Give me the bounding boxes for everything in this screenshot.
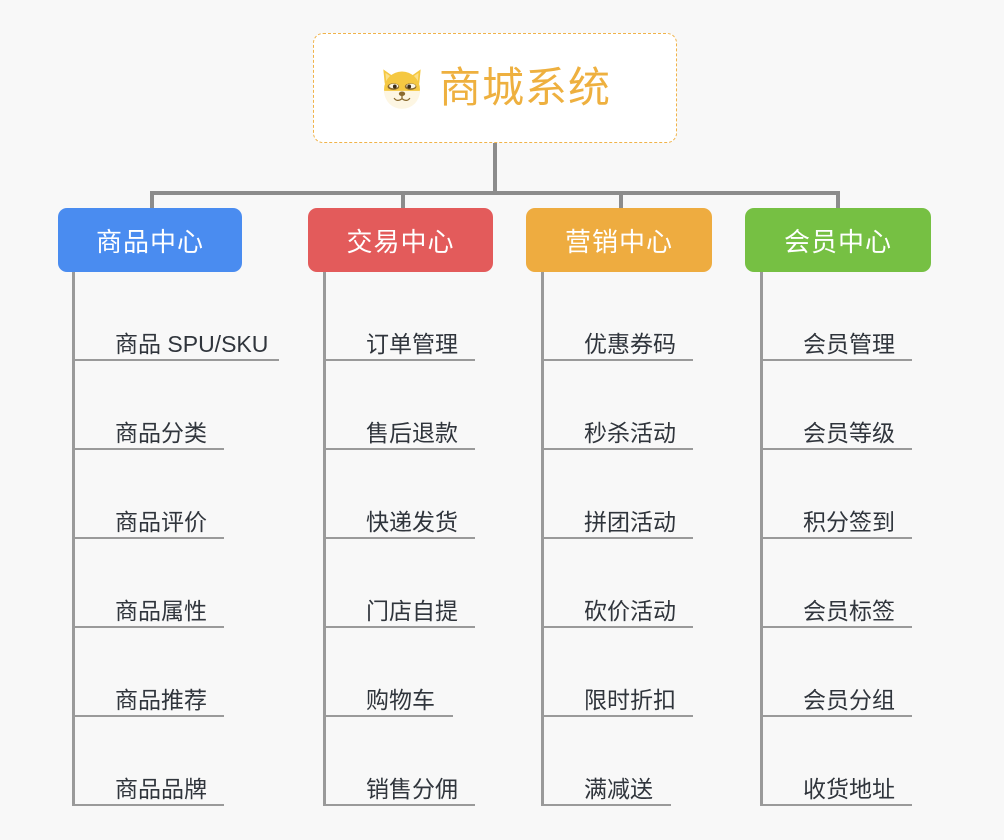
leaf-item[interactable]: 商品属性 bbox=[72, 539, 268, 628]
leaf-item[interactable]: 拼团活动 bbox=[541, 450, 693, 539]
leaf-underline bbox=[541, 626, 693, 628]
leaf-item[interactable]: 门店自提 bbox=[323, 539, 475, 628]
leaf-trunk-3 bbox=[541, 272, 544, 806]
leaf-trunk-1 bbox=[72, 272, 75, 806]
root-label: 商城系统 bbox=[438, 64, 611, 111]
leaf-underline bbox=[541, 715, 693, 717]
leaf-column-3: 优惠券码 秒杀活动 拼团活动 砍价活动 限时折扣 满减送 bbox=[541, 272, 693, 806]
leaf-item[interactable]: 快递发货 bbox=[323, 450, 475, 539]
leaf-trunk-4 bbox=[760, 272, 763, 806]
leaf-label: 商品分类 bbox=[115, 419, 207, 446]
branch-box-会员中心[interactable]: 会员中心 bbox=[745, 208, 931, 272]
leaf-label: 快递发货 bbox=[366, 508, 458, 535]
leaf-label: 会员标签 bbox=[803, 597, 895, 624]
leaf-item[interactable]: 会员标签 bbox=[760, 539, 912, 628]
leaf-item[interactable]: 会员分组 bbox=[760, 628, 912, 717]
leaf-label: 砍价活动 bbox=[584, 597, 676, 624]
leaf-label: 拼团活动 bbox=[584, 508, 676, 535]
leaf-label: 满减送 bbox=[584, 775, 653, 802]
leaf-underline bbox=[72, 715, 224, 717]
leaf-item[interactable]: 收货地址 bbox=[760, 717, 912, 806]
connector-drop-branch-3 bbox=[619, 191, 623, 210]
leaf-underline bbox=[541, 359, 693, 361]
leaf-label: 商品属性 bbox=[115, 597, 207, 624]
connector-drop-branch-1 bbox=[150, 191, 154, 210]
connector-root-stem bbox=[493, 143, 497, 193]
leaf-underline bbox=[72, 359, 279, 361]
leaf-underline bbox=[323, 359, 475, 361]
shiba-dog-face-icon bbox=[383, 69, 421, 109]
leaf-underline bbox=[323, 626, 475, 628]
branch-box-商品中心[interactable]: 商品中心 bbox=[58, 208, 242, 272]
leaf-underline bbox=[541, 537, 693, 539]
leaf-underline bbox=[760, 359, 912, 361]
leaf-underline bbox=[72, 537, 224, 539]
leaf-label: 门店自提 bbox=[366, 597, 458, 624]
leaf-underline bbox=[541, 448, 693, 450]
leaf-item[interactable]: 商品分类 bbox=[72, 361, 268, 450]
branch-box-交易中心[interactable]: 交易中心 bbox=[308, 208, 493, 272]
leaf-item[interactable]: 会员等级 bbox=[760, 361, 912, 450]
leaf-label: 商品推荐 bbox=[115, 686, 207, 713]
leaf-underline bbox=[72, 626, 224, 628]
leaf-underline bbox=[760, 537, 912, 539]
leaf-underline bbox=[323, 804, 475, 806]
leaf-label: 优惠券码 bbox=[584, 330, 676, 357]
leaf-item[interactable]: 限时折扣 bbox=[541, 628, 693, 717]
leaf-underline bbox=[760, 626, 912, 628]
branch-box-营销中心[interactable]: 营销中心 bbox=[526, 208, 712, 272]
leaf-item[interactable]: 订单管理 bbox=[323, 272, 475, 361]
leaf-label: 销售分佣 bbox=[366, 775, 458, 802]
leaf-underline bbox=[323, 448, 475, 450]
leaf-column-4: 会员管理 会员等级 积分签到 会员标签 会员分组 收货地址 bbox=[760, 272, 912, 806]
leaf-item[interactable]: 售后退款 bbox=[323, 361, 475, 450]
root-node[interactable]: 商城系统 bbox=[313, 33, 677, 143]
connector-drop-branch-2 bbox=[401, 191, 405, 210]
leaf-label: 收货地址 bbox=[803, 775, 895, 802]
leaf-label: 商品品牌 bbox=[115, 775, 207, 802]
leaf-label: 购物车 bbox=[366, 686, 435, 713]
leaf-item[interactable]: 秒杀活动 bbox=[541, 361, 693, 450]
leaf-label: 限时折扣 bbox=[584, 686, 676, 713]
leaf-item[interactable]: 商品 SPU/SKU bbox=[72, 272, 279, 361]
branch-label: 交易中心 bbox=[346, 226, 455, 257]
leaf-underline bbox=[323, 715, 453, 717]
leaf-underline bbox=[760, 804, 912, 806]
leaf-item[interactable]: 商品评价 bbox=[72, 450, 268, 539]
leaf-label: 秒杀活动 bbox=[584, 419, 676, 446]
leaf-underline bbox=[760, 448, 912, 450]
leaf-label: 会员分组 bbox=[803, 686, 895, 713]
leaf-item[interactable]: 商品品牌 bbox=[72, 717, 268, 806]
leaf-label: 积分签到 bbox=[803, 508, 895, 535]
leaf-underline bbox=[72, 448, 224, 450]
leaf-item[interactable]: 优惠券码 bbox=[541, 272, 693, 361]
leaf-label: 商品 SPU/SKU bbox=[115, 330, 269, 357]
leaf-item[interactable]: 销售分佣 bbox=[323, 717, 475, 806]
leaf-label: 会员管理 bbox=[803, 330, 895, 357]
leaf-item[interactable]: 商品推荐 bbox=[72, 628, 268, 717]
leaf-label: 商品评价 bbox=[115, 508, 207, 535]
connector-horizontal-bus bbox=[150, 191, 836, 195]
leaf-underline bbox=[72, 804, 224, 806]
leaf-label: 会员等级 bbox=[803, 419, 895, 446]
leaf-underline bbox=[541, 804, 671, 806]
leaf-item[interactable]: 满减送 bbox=[541, 717, 676, 806]
leaf-item[interactable]: 积分签到 bbox=[760, 450, 912, 539]
leaf-column-1: 商品 SPU/SKU 商品分类 商品评价 商品属性 商品推荐 商品品牌 bbox=[72, 272, 279, 806]
leaf-item[interactable]: 砍价活动 bbox=[541, 539, 693, 628]
leaf-column-2: 订单管理 售后退款 快递发货 门店自提 购物车 销售分佣 bbox=[323, 272, 475, 806]
leaf-trunk-2 bbox=[323, 272, 326, 806]
leaf-label: 订单管理 bbox=[366, 330, 458, 357]
leaf-underline bbox=[323, 537, 475, 539]
branch-label: 商品中心 bbox=[95, 226, 204, 257]
branch-label: 会员中心 bbox=[783, 226, 892, 257]
leaf-item[interactable]: 会员管理 bbox=[760, 272, 912, 361]
leaf-underline bbox=[760, 715, 912, 717]
leaf-item[interactable]: 购物车 bbox=[323, 628, 458, 717]
connector-drop-branch-4 bbox=[836, 191, 840, 210]
leaf-label: 售后退款 bbox=[366, 419, 458, 446]
branch-label: 营销中心 bbox=[564, 226, 673, 257]
